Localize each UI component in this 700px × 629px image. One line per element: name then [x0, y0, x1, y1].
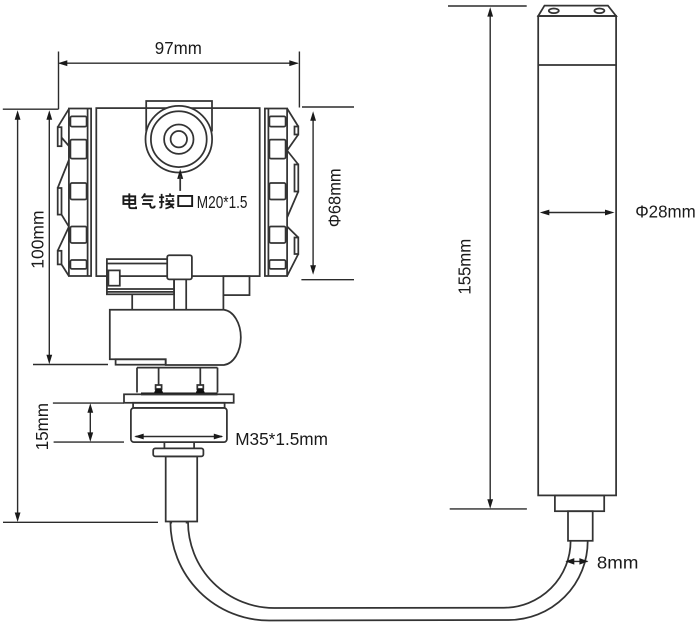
svg-text:Φ68mm: Φ68mm — [324, 168, 344, 227]
svg-text:15mm: 15mm — [32, 403, 52, 450]
svg-text:97mm: 97mm — [155, 38, 202, 58]
svg-text:155mm: 155mm — [455, 239, 475, 295]
svg-text:100mm: 100mm — [27, 211, 47, 269]
svg-text:M35*1.5mm: M35*1.5mm — [235, 429, 328, 449]
svg-text:8mm: 8mm — [597, 553, 639, 573]
svg-text:Φ28mm: Φ28mm — [635, 202, 696, 222]
svg-text:M20*1.5: M20*1.5 — [197, 192, 248, 212]
